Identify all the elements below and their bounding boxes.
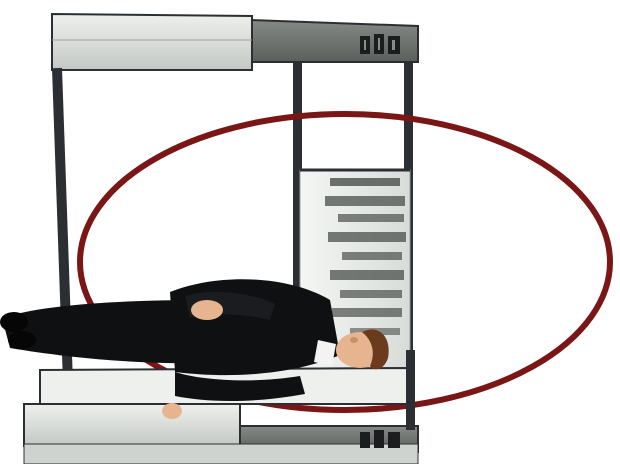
top-logo	[360, 34, 400, 54]
base-skirt	[24, 444, 418, 464]
top-gantry	[52, 14, 418, 70]
hand-lower	[162, 403, 182, 419]
bottom-logo	[360, 430, 400, 448]
shirt-collar	[314, 340, 336, 366]
hand-on-chest	[191, 300, 223, 320]
shoe-right	[8, 331, 36, 349]
bottom-panel-light	[24, 404, 240, 446]
shoe-left	[0, 312, 28, 332]
front-post-left	[52, 68, 74, 413]
person-nose	[350, 337, 358, 343]
front-post-right	[406, 350, 415, 430]
top-panel-light	[52, 14, 252, 70]
